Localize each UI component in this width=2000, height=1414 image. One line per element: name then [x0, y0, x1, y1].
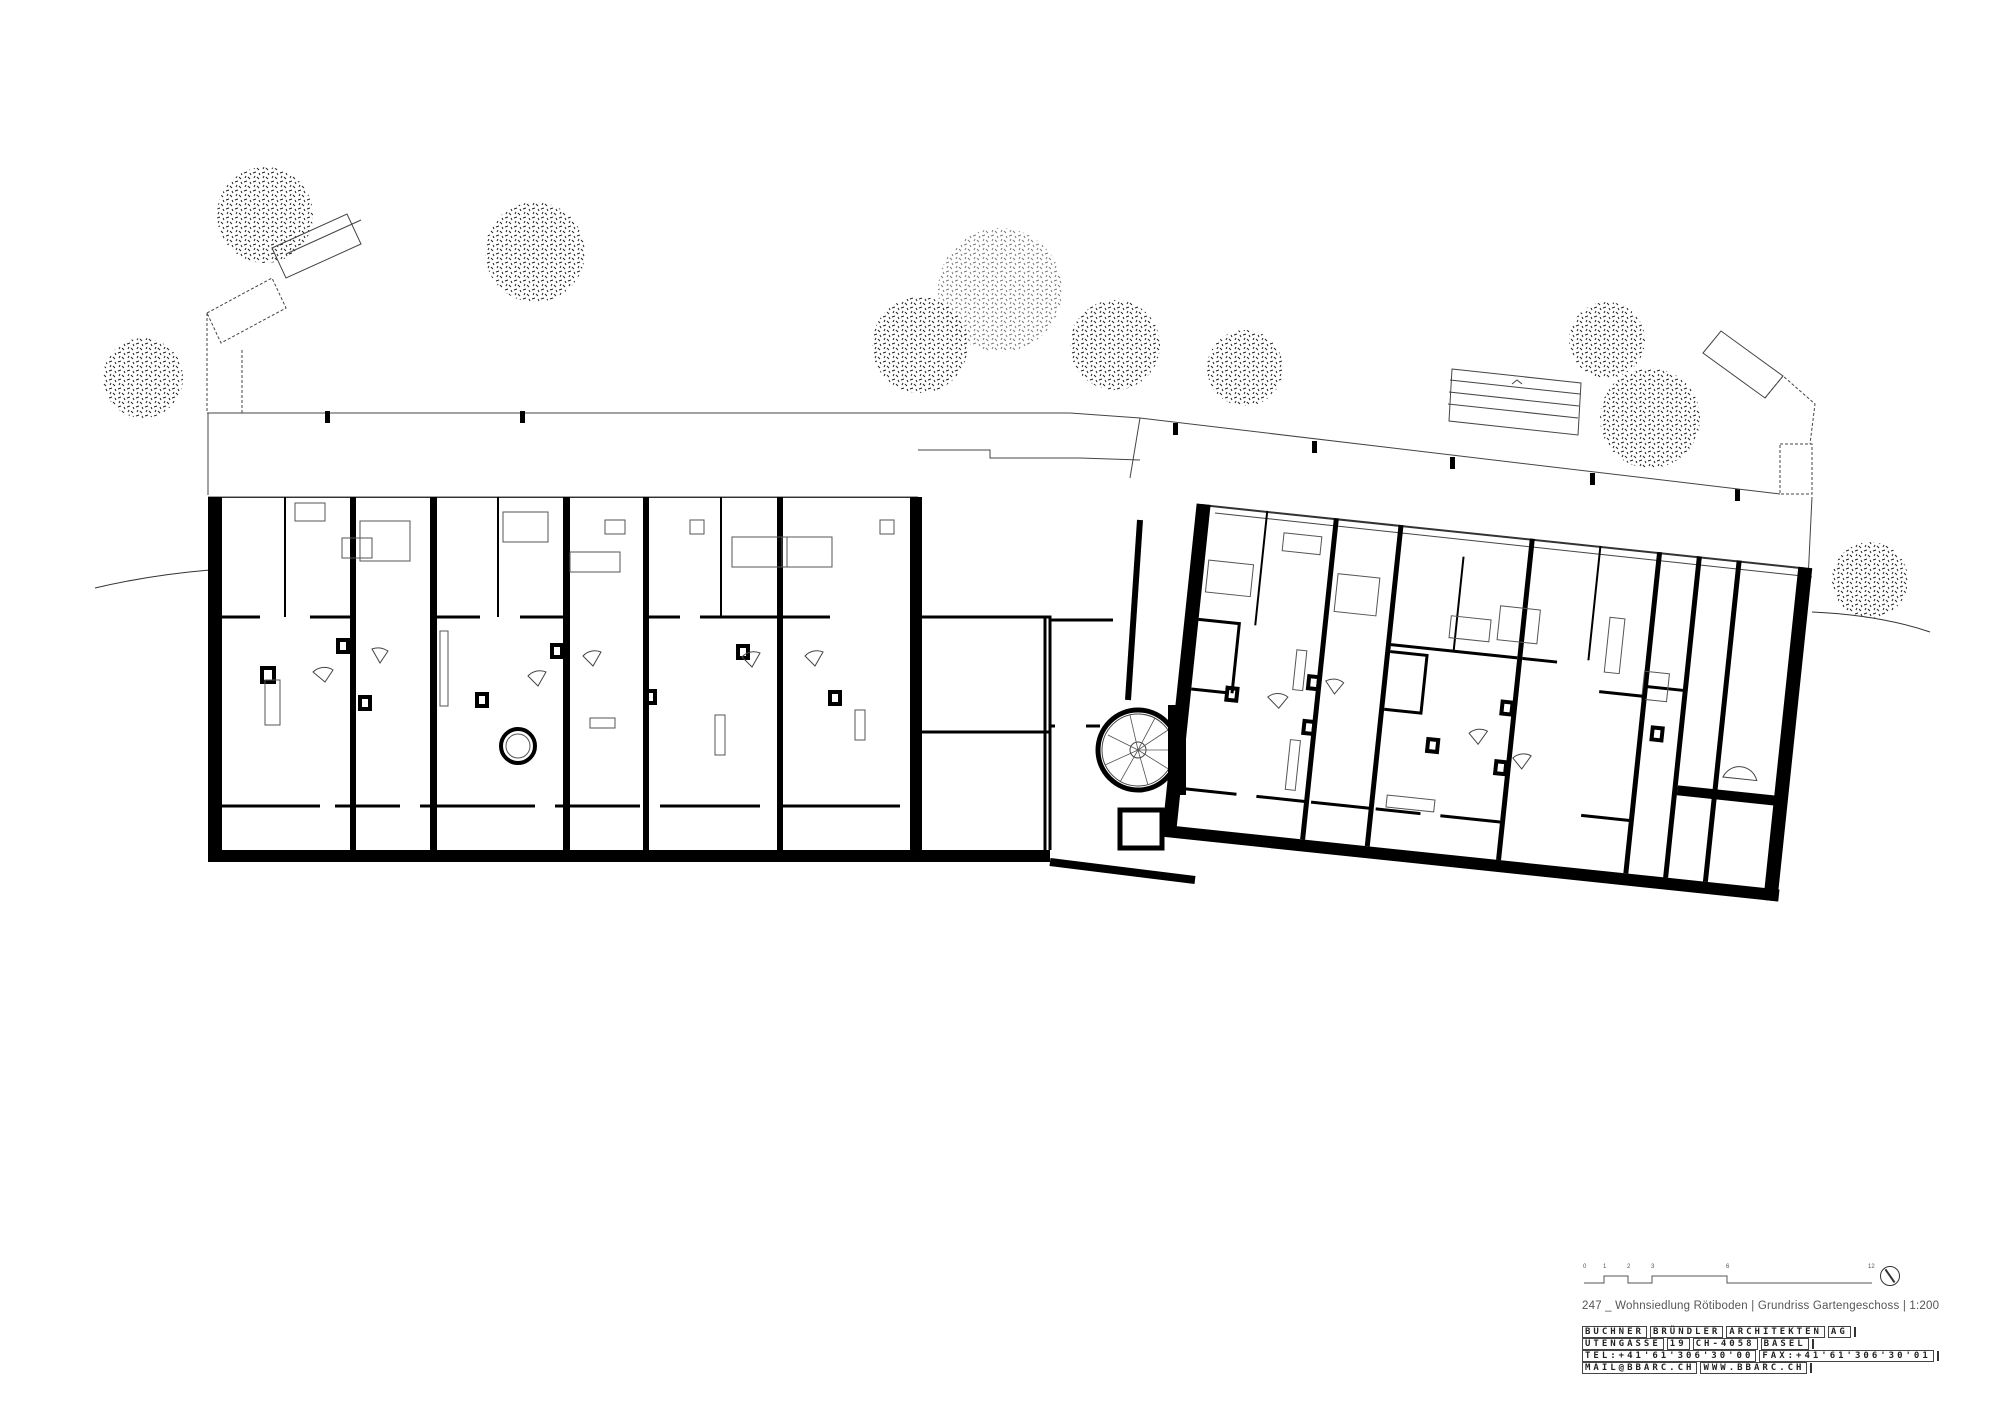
website-link[interactable]: WWW.BBARC.CH — [1700, 1362, 1808, 1374]
trees — [103, 167, 1908, 618]
tree-icon — [103, 338, 183, 418]
terrace-west — [207, 412, 1141, 498]
scale-tick: 12 — [1868, 1264, 1875, 1270]
scale-bar: 0 1 2 3 6 12 — [1582, 1264, 1992, 1298]
tree-icon — [1070, 300, 1160, 390]
terrace-east — [1129, 417, 1813, 581]
scale-bar-graphic — [1584, 1275, 1872, 1284]
tree-icon — [1569, 302, 1645, 378]
separator — [1811, 1338, 1814, 1349]
office-name-part: AG — [1827, 1326, 1851, 1338]
separator — [1810, 1362, 1813, 1373]
terrace-posts — [325, 411, 1740, 501]
scale-tick: 1 — [1603, 1264, 1607, 1270]
tree-icon — [872, 297, 968, 393]
address-part: 19 — [1666, 1338, 1690, 1350]
tree-icon — [485, 202, 585, 302]
project-title: 247 _ Wohnsiedlung Rötiboden | Grundriss… — [1582, 1300, 1940, 1312]
scale-tick: 6 — [1726, 1264, 1730, 1270]
separator — [1936, 1350, 1939, 1361]
office-name-part: ARCHITEKTEN — [1726, 1326, 1825, 1338]
tree-icon — [1600, 368, 1700, 468]
tree-icon — [1832, 542, 1908, 618]
tree-icon — [1207, 330, 1283, 406]
west-wing — [208, 497, 1052, 862]
scale-tick: 2 — [1627, 1264, 1631, 1270]
fax: FAX:+41'61'306'30'01 — [1759, 1350, 1934, 1362]
terrain-line — [94, 569, 1931, 633]
office-name-part: BRÜNDLER — [1649, 1326, 1724, 1338]
garden-bench — [1447, 368, 1582, 436]
north-arrow-icon — [1880, 1266, 1900, 1286]
exterior-stair-east — [1702, 330, 1816, 495]
office-name-part: BUCHNER — [1582, 1326, 1647, 1338]
separator — [1853, 1326, 1856, 1337]
tree-icon — [217, 167, 313, 263]
address-part: CH-4058 — [1692, 1338, 1758, 1350]
spiral-stair — [1095, 707, 1181, 793]
email-link[interactable]: MAIL@BBARC.CH — [1582, 1362, 1698, 1374]
phone: TEL:+41'61'306'30'00 — [1582, 1350, 1757, 1362]
scale-tick: 3 — [1651, 1264, 1655, 1270]
tree-icon — [938, 228, 1062, 352]
address-part: BASEL — [1760, 1338, 1809, 1350]
title-block: 0 1 2 3 6 12 247 _ Wohnsiedlung Rötibode… — [1582, 1264, 1992, 1374]
scale-tick: 0 — [1583, 1264, 1587, 1270]
east-wing — [1161, 503, 1813, 902]
address-part: UTENGASSE — [1582, 1338, 1664, 1350]
